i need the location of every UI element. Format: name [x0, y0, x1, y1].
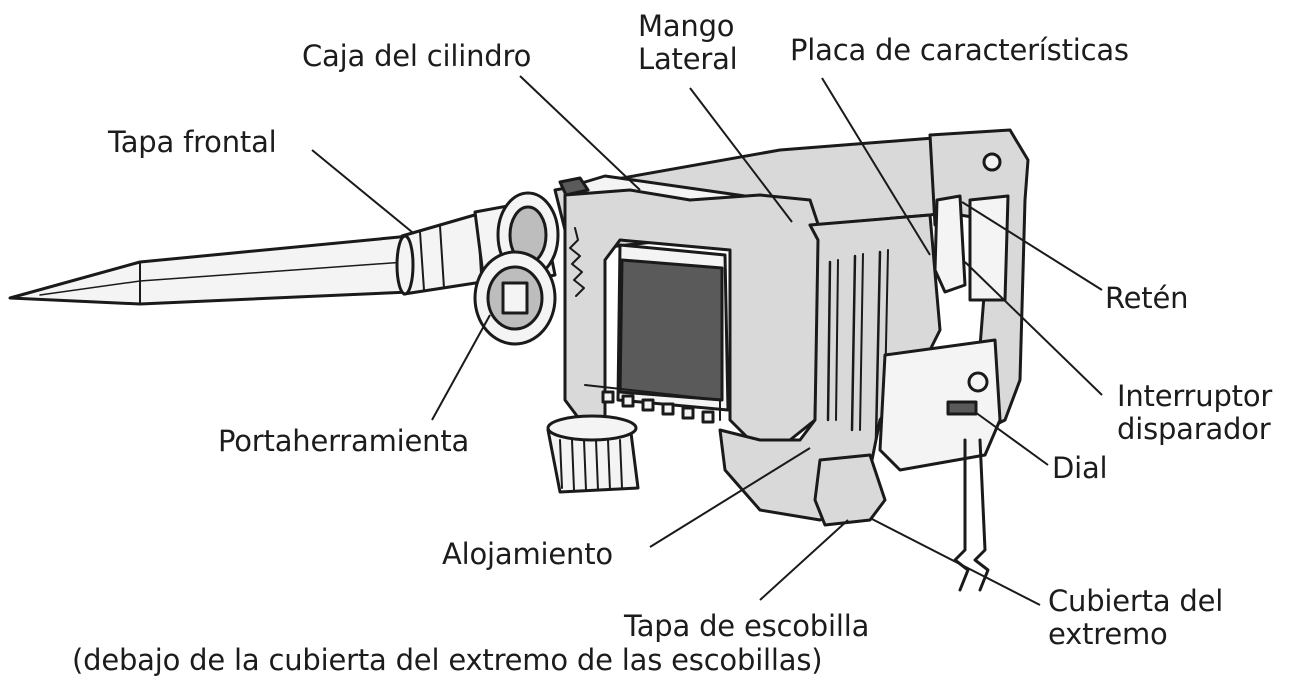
label-mango-lateral-line1: Mango [638, 10, 738, 43]
front-cap [397, 214, 482, 294]
label-tapa-de-escobilla: Tapa de escobilla [624, 610, 869, 643]
label-cubierta-del-extremo: Cubierta del extremo [1048, 585, 1223, 651]
leader-portaherramienta [432, 315, 490, 420]
label-nota-escobilla: (debajo de la cubierta del extremo de la… [72, 644, 822, 677]
label-mango-lateral: Mango Lateral [638, 10, 738, 76]
leader-tapa-frontal [312, 150, 412, 232]
label-interruptor-disparador-line2: disparador [1117, 413, 1272, 446]
power-cord [955, 440, 988, 590]
lower-grip-knob [548, 416, 638, 492]
rear-motor-box [880, 340, 1000, 470]
label-cubierta-del-extremo-line1: Cubierta del [1048, 585, 1223, 618]
chisel-bit [10, 236, 410, 304]
label-interruptor-disparador: Interruptor disparador [1117, 380, 1272, 446]
trigger-switch [935, 196, 965, 292]
label-alojamiento: Alojamiento [442, 538, 613, 571]
end-cover [815, 455, 885, 525]
dial-control [948, 402, 976, 414]
label-dial: Dial [1052, 452, 1107, 485]
label-caja-del-cilindro: Caja del cilindro [302, 40, 531, 73]
label-reten: Retén [1105, 282, 1188, 315]
label-cubierta-del-extremo-line2: extremo [1048, 618, 1223, 651]
side-handle [565, 190, 820, 440]
label-interruptor-disparador-line1: Interruptor [1117, 380, 1272, 413]
leader-cubierta-del-extremo [870, 518, 1040, 605]
label-placa-de-caracteristicas: Placa de características [790, 34, 1129, 67]
label-mango-lateral-line2: Lateral [638, 43, 738, 76]
leader-caja-del-cilindro [520, 76, 640, 190]
leader-tapa-de-escobilla [760, 520, 848, 600]
label-tapa-frontal: Tapa frontal [108, 126, 277, 159]
label-portaherramienta: Portaherramienta [218, 425, 469, 458]
